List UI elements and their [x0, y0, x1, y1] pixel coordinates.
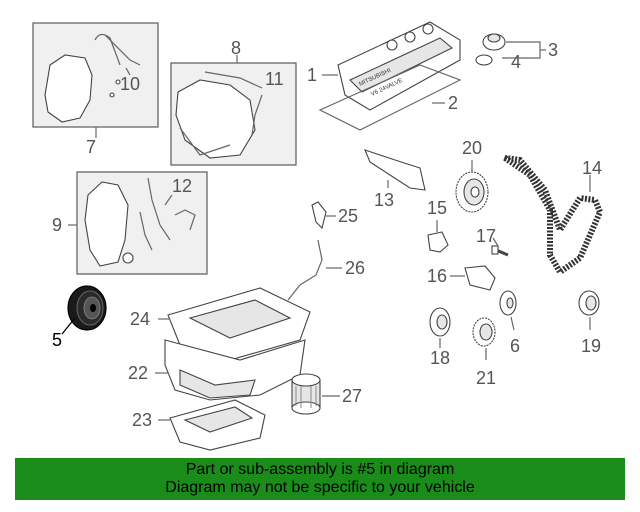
callout-16: 16 [427, 266, 447, 286]
callout-20: 20 [462, 138, 482, 158]
banner-line-2: Diagram may not be specific to your vehi… [165, 479, 475, 496]
oil-filler-cap [482, 33, 506, 51]
oil-pan-body [164, 339, 306, 401]
callout-19: 19 [581, 336, 601, 356]
lower-oil-pan [169, 399, 266, 451]
callout-25: 25 [338, 206, 358, 226]
callout-23: 23 [132, 410, 152, 430]
disclaimer-banner: Part or sub-assembly is #5 in diagram Di… [15, 458, 625, 500]
parts-diagram: 7 10 8 11 9 12 5 MITSUBISHI [32, 21, 604, 451]
timing-belt [503, 155, 604, 277]
oil-cap-seal [475, 54, 493, 66]
callout-9: 9 [52, 215, 62, 235]
upper-oil-pan [167, 287, 311, 361]
dipstick-handle [311, 201, 327, 230]
crank-flange [499, 290, 517, 316]
crankshaft-seal [578, 290, 600, 316]
timing-cover-lower-box [68, 171, 208, 275]
camshaft-sprocket [455, 171, 489, 213]
callout-6: 6 [510, 336, 520, 356]
dipstick-tube [287, 239, 323, 301]
valve-cover: MITSUBISHI V6 24VALVE [337, 21, 461, 111]
callout-21: 21 [476, 368, 496, 388]
callout-10: 10 [120, 74, 140, 94]
tensioner-arm [464, 265, 496, 291]
callout-11: 11 [265, 69, 284, 89]
banner-line-1: Part or sub-assembly is #5 in diagram [185, 461, 455, 478]
callout-22: 22 [128, 363, 148, 383]
callout-7: 7 [86, 137, 96, 157]
tensioner-bolt [491, 245, 509, 257]
oil-filter [291, 373, 321, 415]
timing-cover-lower [84, 181, 129, 267]
timing-cover-upper-left-box [32, 22, 159, 138]
callout-14: 14 [582, 158, 602, 178]
callout-8: 8 [231, 38, 241, 58]
callout-27: 27 [342, 386, 362, 406]
callout-3: 3 [548, 40, 558, 60]
callout-17: 17 [476, 226, 496, 246]
belt-tensioner [427, 231, 449, 253]
callout-5: 5 [52, 330, 62, 350]
callout-1: 1 [307, 65, 317, 85]
timing-cover-upper-left [44, 54, 93, 123]
callout-12: 12 [172, 176, 192, 196]
callout-18: 18 [430, 348, 450, 368]
callout-15: 15 [427, 198, 447, 218]
valve-cover-gasket [318, 64, 462, 131]
engine-bracket [364, 149, 426, 191]
callout-24: 24 [130, 309, 150, 329]
callout-2: 2 [448, 93, 458, 113]
timing-cover-upper-right-box [170, 55, 297, 166]
callout-4: 4 [511, 52, 521, 72]
callout-26: 26 [345, 258, 365, 278]
callout-13: 13 [374, 190, 394, 210]
crankshaft-pulley [67, 285, 107, 331]
crankshaft-sprocket [472, 317, 496, 347]
gasket-10 [94, 33, 121, 66]
idler-pulley [429, 307, 451, 337]
timing-cover-upper-right [175, 79, 256, 159]
